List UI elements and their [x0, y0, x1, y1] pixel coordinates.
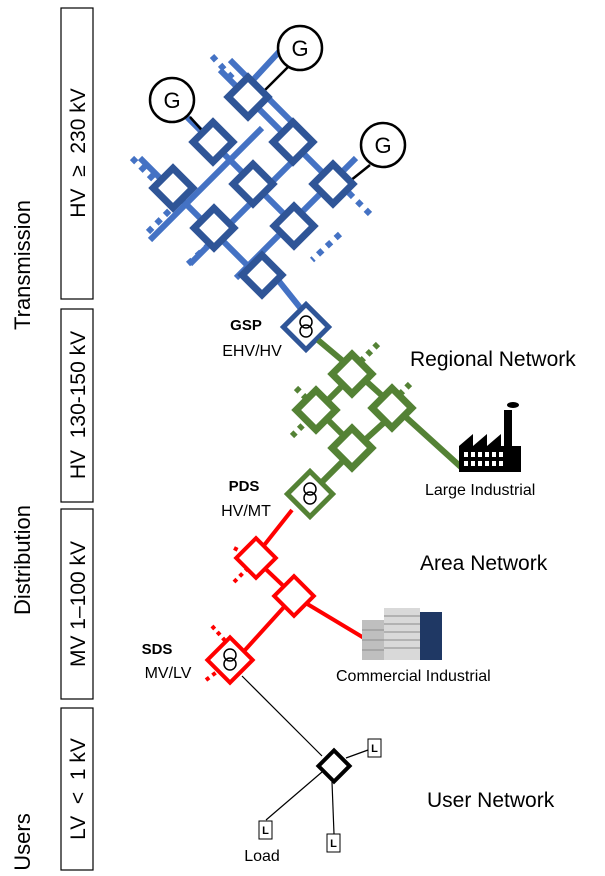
user-network-label: User Network [427, 789, 555, 812]
pds-name-label: PDS [229, 478, 260, 495]
large-industrial-label: Large Industrial [425, 482, 535, 499]
sds-transformer-node [204, 634, 256, 686]
voltage-label-hv-transmission: HV ≥ 230 kV [67, 88, 90, 217]
sds-name-label: SDS [142, 641, 173, 658]
svg-text:G: G [163, 88, 180, 113]
factory-icon [459, 402, 521, 472]
voltage-label-lv: LV < 1 kV [67, 738, 90, 840]
voltage-box-hv-transmission: HV ≥ 230 kV [60, 7, 94, 300]
area-network-label: Area Network [420, 552, 548, 575]
voltage-box-hv-distribution: HV 130-150 kV [60, 308, 94, 503]
voltage-label-hv-distribution: HV 130-150 kV [67, 331, 90, 479]
svg-text:G: G [374, 133, 391, 158]
section-label-users: Users [10, 813, 35, 870]
regional-network-mesh [283, 337, 465, 521]
regional-network-label: Regional Network [410, 348, 576, 371]
svg-text:L: L [371, 743, 378, 755]
commercial-industrial-label: Commercial Industrial [336, 668, 491, 685]
gsp-name-label: GSP [230, 317, 262, 334]
svg-text:L: L [330, 838, 337, 850]
svg-text:L: L [262, 825, 269, 837]
section-label-distribution: Distribution [10, 505, 35, 615]
commercial-building-icon [362, 608, 442, 660]
svg-text:G: G [291, 36, 308, 61]
sds-ratio-label: MV/LV [145, 665, 192, 682]
generator-icon-right: G [359, 121, 407, 169]
section-label-transmission: Transmission [10, 200, 35, 330]
generator-icon-left: G [148, 76, 196, 124]
pds-transformer-node [283, 467, 337, 521]
user-network [241, 675, 369, 835]
load-box-left: L [258, 820, 273, 840]
gsp-ratio-label: EHV/HV [222, 343, 282, 360]
generator-icon-top: G [276, 24, 324, 72]
load-box-right: L [367, 738, 382, 758]
transmission-mesh [129, 37, 373, 354]
voltage-label-mv: MV 1–100 kV [67, 541, 90, 667]
load-label: Load [244, 848, 280, 865]
area-network-mesh [204, 508, 366, 686]
voltage-box-mv: MV 1–100 kV [60, 508, 94, 700]
pds-ratio-label: HV/MT [221, 503, 271, 520]
gsp-transformer-node [279, 300, 333, 354]
load-box-bottom: L [326, 833, 341, 853]
voltage-box-lv: LV < 1 kV [60, 707, 94, 871]
